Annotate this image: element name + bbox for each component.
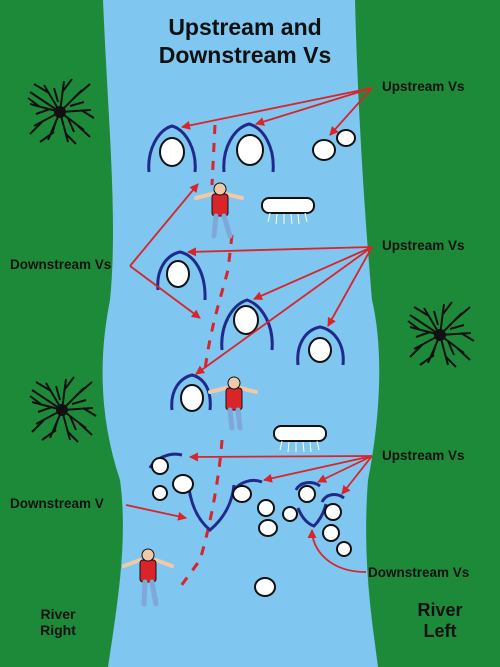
pointer-arrow [187, 246, 373, 257]
flat-rock [273, 425, 327, 442]
diagram-title: Upstream and Downstream Vs [110, 14, 380, 69]
upstream-v-shape [147, 124, 197, 173]
rock [236, 134, 264, 166]
rock [159, 137, 185, 167]
upstream-v-shape [170, 373, 212, 411]
upstream-v-shape [222, 122, 275, 173]
upstream-v-shape [294, 481, 321, 491]
river-right-line-1: River [40, 606, 76, 622]
upstream-v-shape [156, 250, 207, 301]
label-upstream-vs-low: Upstream Vs [382, 448, 465, 463]
tree-icon [407, 301, 475, 368]
rock [232, 485, 252, 503]
pointer-arrow [125, 504, 187, 521]
downstream-v-shape [296, 503, 328, 528]
rock [180, 384, 204, 412]
pointer-arrow [327, 246, 373, 327]
line-of-travel-dashed [176, 124, 234, 591]
rock [308, 337, 332, 363]
upstream-v-shape [320, 493, 345, 503]
pointer-arrow [307, 529, 367, 573]
pointer-arrow [263, 455, 373, 483]
title-line-1: Upstream and [168, 14, 322, 40]
pointer-arrow [181, 87, 373, 130]
rock [254, 577, 276, 597]
tree-icon [27, 78, 95, 145]
title-line-2: Downstream Vs [158, 41, 332, 68]
rock [172, 474, 194, 494]
pointer-arrow [329, 87, 373, 136]
upstream-v-shape [296, 325, 345, 366]
rock [233, 305, 259, 335]
rock [298, 485, 316, 503]
rock [336, 541, 352, 557]
label-downstream-vs-left: Downstream Vs [10, 257, 112, 272]
label-downstream-v: Downstream V [10, 496, 104, 511]
label-downstream-vs-right: Downstream Vs [368, 565, 470, 580]
pointer-arrow [341, 455, 373, 495]
pointer-arrow [129, 265, 201, 319]
pointer-arrow [195, 246, 373, 375]
swimmer-icon [194, 182, 244, 239]
tree-icon [29, 376, 97, 443]
label-upstream-vs-top: Upstream Vs [382, 79, 465, 94]
label-river-right: River Right [32, 606, 84, 638]
swimmer-icon [122, 548, 174, 607]
pointer-arrow [129, 183, 199, 267]
river-left-line-2: Left [423, 620, 457, 641]
rock [336, 129, 356, 147]
label-river-left: River Left [408, 600, 472, 641]
pointer-arrow [255, 87, 373, 126]
rock [258, 519, 278, 537]
downstream-v-shape [186, 479, 236, 532]
rock [282, 506, 298, 522]
rock [324, 503, 342, 521]
rock [166, 260, 190, 288]
pointer-arrow [253, 246, 373, 300]
pointer-arrow [189, 452, 373, 462]
rock [151, 457, 169, 475]
label-upstream-vs-mid: Upstream Vs [382, 238, 465, 253]
river-right-line-2: Right [40, 622, 76, 639]
rock [312, 139, 336, 161]
upstream-v-shape [220, 298, 274, 351]
swimmer-icon [208, 376, 258, 431]
rock [322, 524, 340, 542]
pointer-arrow [317, 455, 373, 483]
rock [257, 499, 275, 517]
river-left-line-1: River [417, 600, 463, 620]
rock [152, 485, 168, 501]
flat-rock [261, 197, 315, 214]
